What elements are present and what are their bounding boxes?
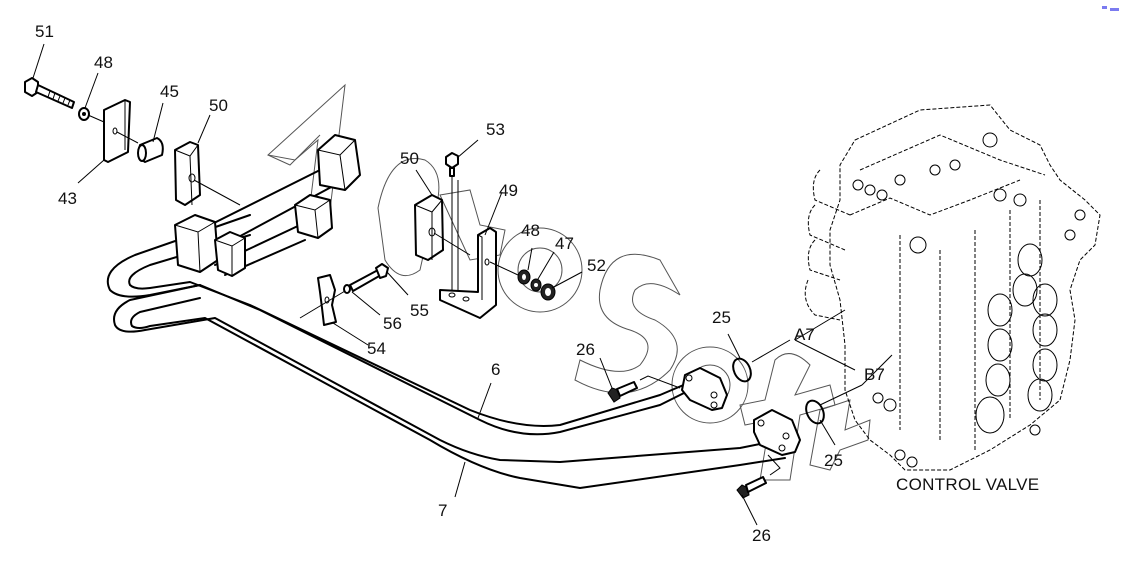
label-26: 26 (752, 526, 771, 545)
bolt-53 (445, 152, 459, 295)
label-47: 47 (555, 234, 574, 253)
label-52: 52 (587, 256, 606, 275)
label-48: 48 (94, 53, 113, 72)
flange-a7 (681, 367, 728, 411)
label-26: 26 (576, 340, 595, 359)
label-56: 56 (383, 314, 402, 333)
flange-b7 (753, 409, 801, 456)
bolt-26-lower (736, 476, 767, 499)
label-55: 55 (410, 301, 429, 320)
clamp-block-upper-right (317, 134, 361, 191)
label-50: 50 (209, 96, 228, 115)
bolt-26-upper (607, 381, 638, 403)
control-valve (804, 104, 1101, 471)
corner-mark (1102, 6, 1119, 11)
leader-lines (32, 43, 893, 526)
label-54: 54 (367, 339, 386, 358)
label-50: 50 (400, 149, 419, 168)
label-45: 45 (160, 82, 179, 101)
label-53: 53 (486, 120, 505, 139)
diagram-caption: CONTROL VALVE (896, 475, 1039, 494)
clamp-half-50-left (174, 141, 201, 206)
label-25: 25 (712, 308, 731, 327)
label-43: 43 (58, 189, 77, 208)
bolt-51 (24, 77, 75, 109)
washer-56 (343, 284, 351, 294)
oring-25-lower (805, 399, 825, 425)
clamp-half-50-center (414, 194, 444, 261)
oring-25-upper (732, 357, 752, 383)
pipe-6 (106, 214, 701, 436)
pipe-7 (113, 284, 786, 489)
label-6: 6 (491, 360, 500, 379)
nut-52 (540, 283, 556, 301)
washer-47 (530, 278, 542, 292)
label-49: 49 (499, 181, 518, 200)
label-7: 7 (438, 501, 447, 520)
washer-48-left (78, 107, 90, 121)
valve-ports (852, 132, 1086, 468)
plate-43 (103, 99, 131, 163)
bolt-55 (349, 263, 389, 292)
label-25: 25 (824, 451, 843, 470)
label-48: 48 (521, 221, 540, 240)
part-labels: 51 48 45 50 43 53 50 49 48 47 52 55 56 5… (35, 22, 885, 545)
bracket-49 (439, 227, 497, 319)
clip-54 (317, 274, 337, 326)
clamp-block-mid-right (294, 194, 333, 239)
label-A7: A7 (794, 325, 815, 344)
sleeve-45 (137, 137, 164, 163)
label-51: 51 (35, 22, 54, 41)
clamp-block-lower-left (174, 214, 219, 273)
clamp-block-lower-mid (214, 231, 246, 277)
label-B7: B7 (864, 365, 885, 384)
washer-48-right (517, 269, 531, 285)
